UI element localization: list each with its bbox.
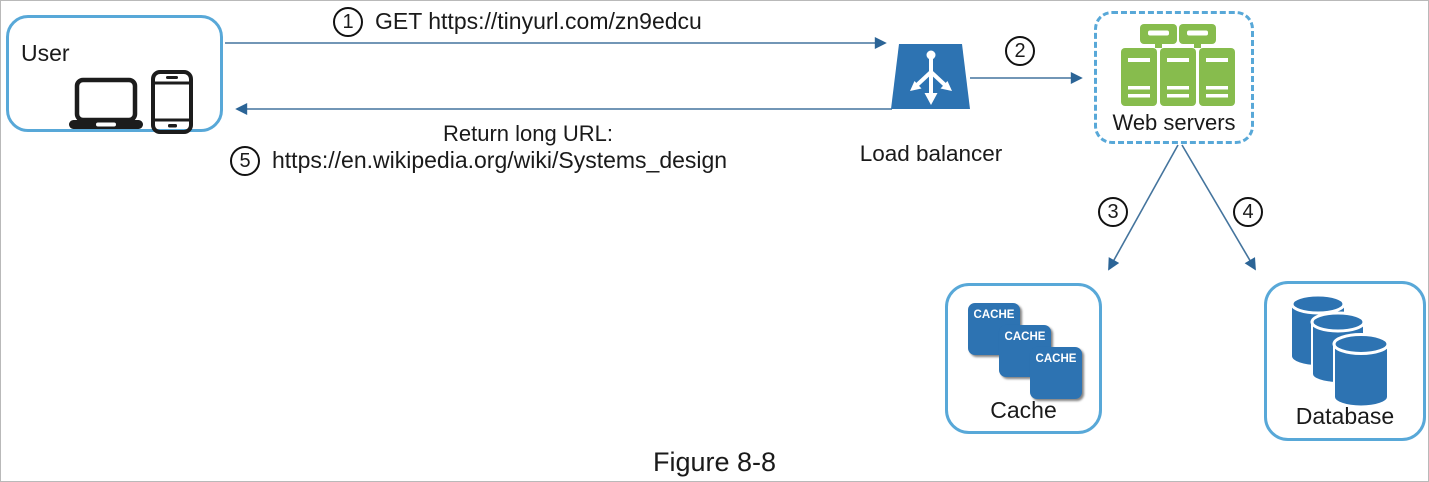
step-5-badge: 5	[230, 146, 260, 176]
step-1-label: GET https://tinyurl.com/zn9edcu	[375, 8, 702, 34]
cache-label: Cache	[990, 397, 1057, 423]
step-1-badge: 1	[333, 7, 363, 37]
load-balancer-glyph	[910, 50, 952, 105]
step-5-title: Return long URL:	[443, 121, 613, 146]
step-2-badge: 2	[1005, 36, 1035, 66]
step-5-label: https://en.wikipedia.org/wiki/Systems_de…	[272, 147, 728, 173]
step-3-badge: 3	[1098, 197, 1128, 227]
arrow-webservers-to-cache	[1108, 144, 1179, 271]
cache-block-text: CACHE	[973, 309, 1015, 321]
user-node: User	[6, 15, 223, 134]
web-servers-label: Web servers	[1112, 110, 1236, 135]
arrow-webservers-to-database	[1181, 144, 1256, 271]
database-label: Database	[1295, 403, 1395, 429]
db-cylinder	[1332, 333, 1390, 408]
cache-block-text: CACHE	[1004, 331, 1046, 343]
load-balancer-icon	[891, 44, 970, 109]
database-cylinders-icon	[1290, 295, 1390, 408]
database-node: Database	[1264, 281, 1426, 441]
web-servers-node: Web servers	[1094, 11, 1254, 144]
laptop-icon	[69, 77, 143, 129]
cache-block-icon: CACHE	[1030, 347, 1082, 399]
smartphone-icon	[151, 70, 193, 134]
cache-block-text: CACHE	[1035, 353, 1077, 365]
user-devices-icon	[69, 70, 193, 134]
server-cluster-icon	[1121, 24, 1235, 106]
user-label: User	[21, 40, 70, 66]
step-4-badge: 4	[1233, 197, 1263, 227]
figure-caption: Figure 8-8	[652, 447, 777, 477]
cache-node: CACHE CACHE CACHE Cache	[945, 283, 1102, 434]
load-balancer-label: Load balancer	[859, 141, 1003, 166]
